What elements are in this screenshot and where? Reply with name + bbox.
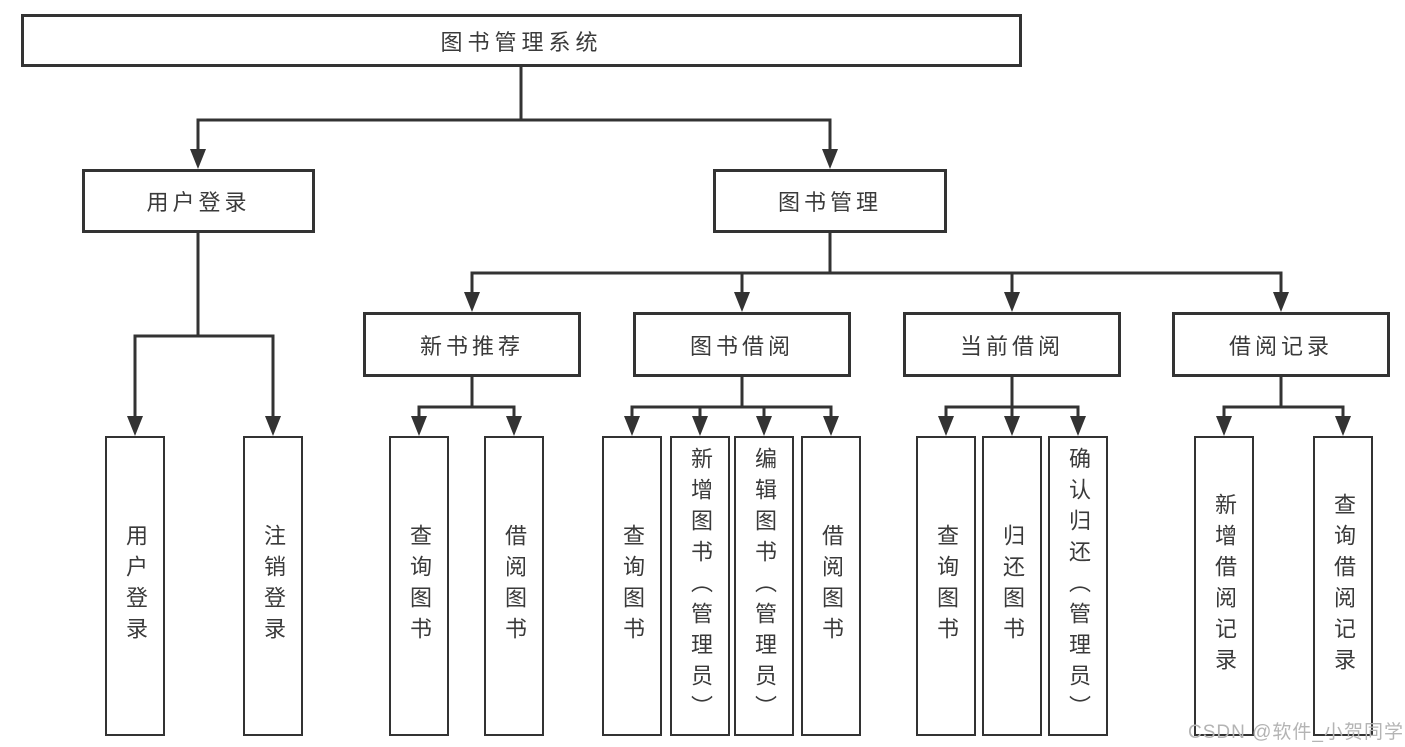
- arrowhead-icon: [1273, 292, 1289, 312]
- arrowhead-icon: [127, 416, 143, 436]
- leaf-query-books-2: 查询图书: [602, 436, 662, 736]
- arrowhead-icon: [190, 149, 206, 169]
- leaf-query-books-3: 查询图书: [916, 436, 976, 736]
- arrowhead-icon: [938, 416, 954, 436]
- group-borrow-records-box: 借阅记录: [1172, 312, 1390, 377]
- arrowhead-icon: [692, 416, 708, 436]
- leaf-edit-book-admin: 编辑图书（管理员）: [734, 436, 794, 736]
- arrowhead-icon: [823, 416, 839, 436]
- leaf-borrow-books-2: 借阅图书: [801, 436, 861, 736]
- leaf-borrow-books-1: 借阅图书: [484, 436, 544, 736]
- leaf-add-borrow-record: 新增借阅记录: [1194, 436, 1254, 736]
- branch-user-login-box: 用户登录: [82, 169, 315, 233]
- connector-book-borrow: [624, 375, 839, 436]
- connector-current-borrow: [938, 375, 1086, 436]
- group-current-borrow-box: 当前借阅: [903, 312, 1121, 377]
- leaf-add-book-admin: 新增图书（管理员）: [670, 436, 730, 736]
- leaf-logout: 注销登录: [243, 436, 303, 736]
- arrowhead-icon: [411, 416, 427, 436]
- arrowhead-icon: [624, 416, 640, 436]
- connector-user-login: [127, 231, 281, 436]
- arrowhead-icon: [756, 416, 772, 436]
- csdn-watermark: CSDN @软件_小贺同学: [1188, 722, 1404, 743]
- arrowhead-icon: [1004, 416, 1020, 436]
- arrowhead-icon: [734, 292, 750, 312]
- connector-new-book-recommend: [411, 375, 522, 436]
- arrowhead-icon: [1070, 416, 1086, 436]
- arrowhead-icon: [822, 149, 838, 169]
- arrowhead-icon: [265, 416, 281, 436]
- leaf-return-book: 归还图书: [982, 436, 1042, 736]
- connector-root: [190, 65, 838, 169]
- leaf-query-borrow-record: 查询借阅记录: [1313, 436, 1373, 736]
- leaf-user-login: 用户登录: [105, 436, 165, 736]
- root-box: 图书管理系统: [21, 14, 1022, 67]
- arrowhead-icon: [506, 416, 522, 436]
- leaf-confirm-return-admin: 确认归还（管理员）: [1048, 436, 1108, 736]
- group-book-borrow-box: 图书借阅: [633, 312, 851, 377]
- branch-book-management-box: 图书管理: [713, 169, 947, 233]
- arrowhead-icon: [464, 292, 480, 312]
- connector-book-management: [464, 231, 1289, 312]
- arrowhead-icon: [1004, 292, 1020, 312]
- arrowhead-icon: [1216, 416, 1232, 436]
- arrowhead-icon: [1335, 416, 1351, 436]
- connector-borrow-records: [1216, 375, 1351, 436]
- group-new-book-recommend-box: 新书推荐: [363, 312, 581, 377]
- leaf-query-books-1: 查询图书: [389, 436, 449, 736]
